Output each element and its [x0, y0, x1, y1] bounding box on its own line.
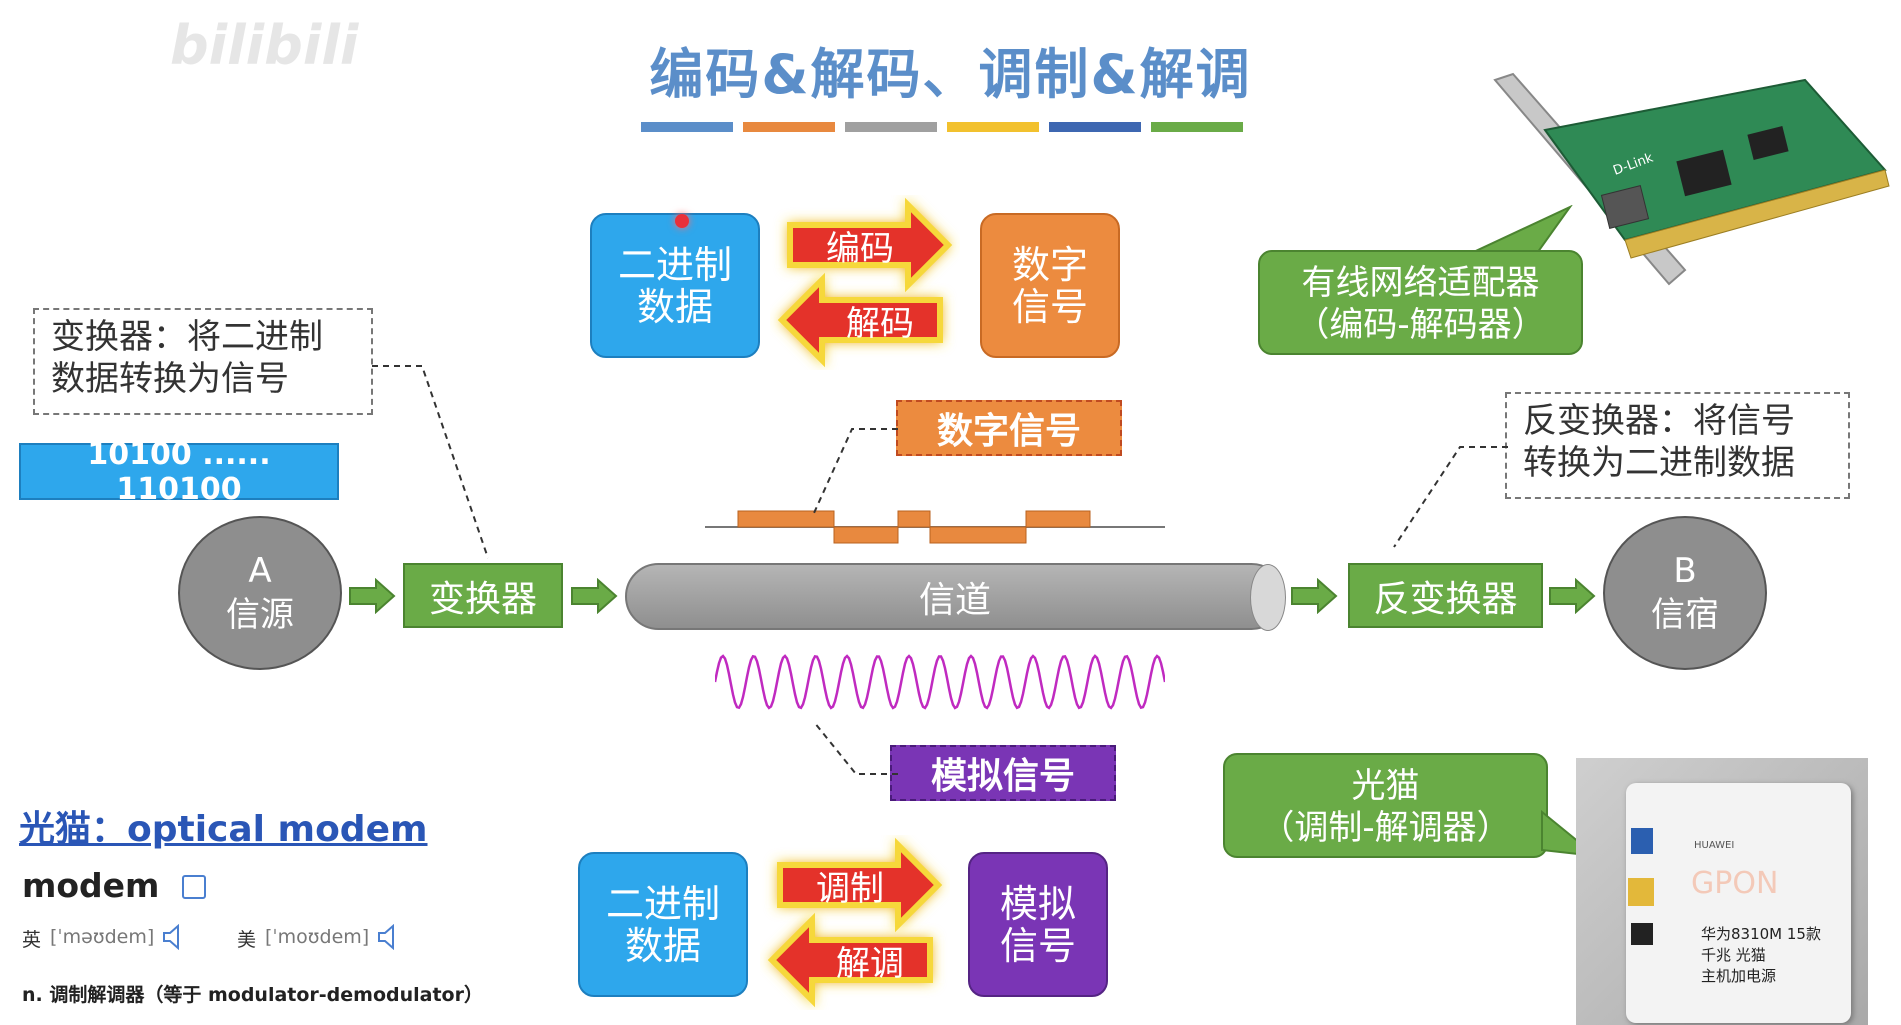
binary-data-bottom-line2: 数据: [624, 923, 701, 968]
inverse-note-line2: 转换为二进制数据: [1523, 443, 1795, 483]
analog-box-line2: 信号: [999, 923, 1076, 968]
nic-callout-line2: （编码-解码器）: [1295, 305, 1546, 345]
modem-callout-line1: 光猫: [1351, 766, 1420, 806]
flow-arrow-4: [1549, 578, 1596, 614]
watermark: bilibili: [170, 14, 359, 77]
digital-label-leader: [813, 428, 898, 514]
modem-callout: 光猫 （调制-解调器）: [1223, 753, 1548, 858]
source-label: 信源: [226, 595, 294, 635]
digital-signal-label: 数字信号: [896, 400, 1122, 456]
modem-port-blue: [1631, 828, 1653, 854]
analog-signal-box-bottom: 模拟信号: [968, 852, 1108, 997]
modem-product: GPON: [1691, 866, 1779, 901]
converter-note-line2: 数据转换为信号: [51, 359, 289, 399]
flow-arrow-1: [349, 578, 396, 614]
sink-letter: B: [1673, 551, 1697, 591]
color-bar-darkblue: [1049, 122, 1141, 132]
dictionary-word: modem: [22, 866, 160, 905]
red-dot: [675, 214, 689, 228]
modulate-demodulate-arrows: [767, 837, 943, 1008]
modem-callout-line2: （调制-解调器）: [1260, 808, 1511, 848]
encode-label: 编码: [826, 228, 894, 269]
uk-phonetic: [ˈməʊdem]: [50, 926, 155, 948]
modem-brand: HUAWEI: [1694, 840, 1735, 851]
binary-data-box-bottom: 二进制数据: [578, 852, 748, 997]
us-label: 美: [237, 929, 257, 951]
source-letter: A: [248, 551, 272, 591]
digital-box-line1: 数字: [1011, 242, 1088, 287]
analog-waveform: [715, 654, 1165, 710]
uk-label: 英: [22, 929, 42, 951]
sink-circle: B 信宿: [1603, 516, 1767, 670]
color-bar-gray: [845, 122, 937, 132]
channel-pipe: 信道: [625, 563, 1285, 630]
inverse-converter-box: 反变换器: [1348, 563, 1543, 628]
modem-spec-2: 千兆 光猫: [1701, 946, 1766, 964]
binary-data-line1: 二进制: [617, 242, 732, 287]
sink-label: 信宿: [1651, 595, 1719, 635]
binary-data-box-top: 二进制数据: [590, 213, 760, 358]
modem-spec-1: 华为8310M 15款: [1701, 925, 1821, 943]
modulate-label: 调制: [816, 868, 884, 909]
digital-signal-box-top: 数字信号: [980, 213, 1120, 358]
binary-data-line2: 数据: [636, 284, 713, 329]
inverse-converter-note: 反变换器：将信号 转换为二进制数据: [1505, 392, 1850, 499]
decode-arrow: [777, 272, 943, 368]
optical-modem-photo: HUAWEI GPON 华为8310M 15款 千兆 光猫 主机加电源: [1576, 758, 1868, 1025]
modem-body: [1626, 783, 1851, 1023]
modem-port-yellow: [1628, 878, 1654, 906]
modem-spec-3: 主机加电源: [1701, 967, 1777, 985]
source-circle: A 信源: [178, 516, 342, 670]
digital-box-line2: 信号: [1011, 284, 1088, 329]
color-bar-green: [1151, 122, 1243, 132]
channel-pipe-end: [1250, 564, 1286, 631]
converter-note-line1: 变换器：将二进制: [51, 317, 323, 357]
converter-note-leader: [372, 365, 489, 559]
digital-waveform: [705, 510, 1165, 544]
flow-arrow-3: [1291, 578, 1338, 614]
add-wordbook-icon[interactable]: [182, 875, 206, 899]
binary-stream: 10100 ...... 110100: [19, 437, 339, 507]
converter-box: 变换器: [403, 563, 563, 628]
us-speaker-icon[interactable]: [375, 924, 399, 950]
color-bar-yellow: [947, 122, 1039, 132]
inverse-note-line1: 反变换器：将信号: [1523, 401, 1795, 441]
analog-box-line1: 模拟: [999, 881, 1076, 926]
dictionary-heading: 光猫：optical modem: [19, 809, 428, 850]
modem-port-black: [1631, 923, 1653, 945]
nic-callout: 有线网络适配器 （编码-解码器）: [1258, 250, 1583, 355]
color-bar-orange: [743, 122, 835, 132]
converter-note: 变换器：将二进制 数据转换为信号: [33, 308, 373, 415]
analog-label-leader: [813, 721, 898, 775]
uk-speaker-icon[interactable]: [160, 924, 184, 950]
decode-label: 解码: [846, 303, 914, 344]
modulate-arrow: [777, 837, 943, 933]
encode-decode-arrows: [777, 197, 953, 368]
inverse-note-leader: [1393, 446, 1508, 548]
page-title: 编码&解码、调制&解调: [649, 43, 1252, 106]
analog-signal-label: 模拟信号: [890, 745, 1116, 801]
demodulate-label: 解调: [836, 943, 904, 984]
network-card-image: D-Link: [1493, 72, 1890, 286]
encode-arrow: [787, 197, 953, 293]
flow-arrow-2: [571, 578, 618, 614]
demodulate-arrow: [767, 912, 933, 1008]
us-phonetic: [ˈmoʊdem]: [265, 926, 370, 948]
nic-callout-line1: 有线网络适配器: [1301, 263, 1540, 303]
binary-data-bottom-line1: 二进制: [605, 881, 720, 926]
color-bar-blue: [641, 122, 733, 132]
dictionary-definition: n. 调制解调器（等于 modulator-demodulator）: [22, 984, 483, 1006]
